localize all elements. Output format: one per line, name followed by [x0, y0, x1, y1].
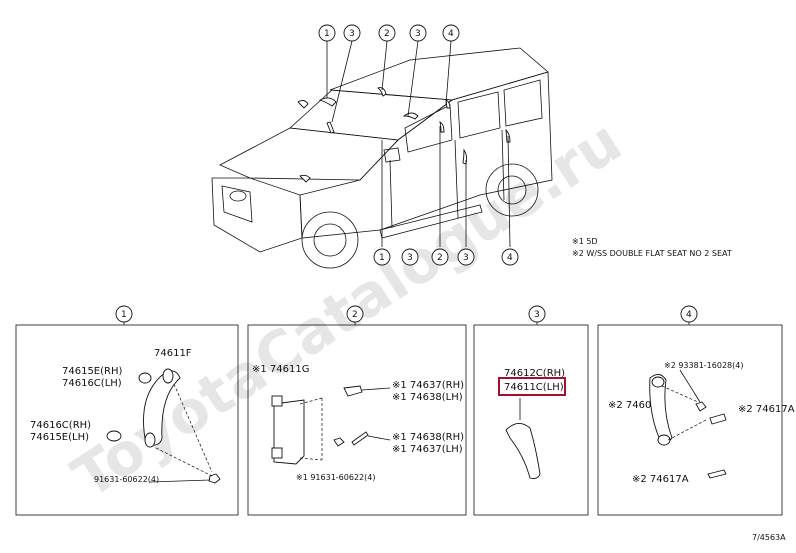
highlight-74611C	[498, 377, 566, 396]
part-74637-LH: ※1 74637(LH)	[392, 444, 463, 455]
svg-text:1: 1	[121, 310, 127, 320]
svg-text:3: 3	[463, 253, 469, 263]
part-74616C-LH: 74616C(LH)	[62, 378, 122, 389]
part-91631-60622: 91631-60622(4)	[94, 475, 159, 484]
watermark: ToyotaCatalogue.ru	[61, 107, 634, 512]
svg-text:※2 W/SS DOUBLE FLAT SEAT NO 2: ※2 W/SS DOUBLE FLAT SEAT NO 2 SEAT	[572, 249, 732, 258]
part-74615E-RH: 74615E(RH)	[62, 366, 122, 377]
svg-text:4: 4	[686, 310, 692, 320]
svg-text:1: 1	[324, 29, 330, 39]
svg-text:2: 2	[384, 29, 390, 39]
part-91631-60622-p2: ※1 91631-60622(4)	[296, 473, 375, 482]
callouts-bottom: 1 3 2 3 4	[373, 248, 519, 266]
part-74611G: ※1 74611G	[252, 364, 309, 375]
part-93381-16028: ※2 93381-16028(4)	[664, 361, 743, 370]
svg-text:3: 3	[415, 29, 421, 39]
leader-lines	[326, 40, 511, 248]
part-74616C-RH: 74616C(RH)	[30, 420, 91, 431]
notes: ※1 5D ※2 W/SS DOUBLE FLAT SEAT NO 2 SEAT	[572, 237, 732, 258]
callouts-top: 1 3 2 3 4	[318, 24, 460, 42]
part-74612C-RH: 74612C(RH)	[504, 368, 565, 379]
part-74603C: ※2 74603C	[608, 400, 665, 411]
svg-text:※1 5D: ※1 5D	[572, 237, 598, 246]
panel-1: 1 74611F 74615E(RH) 74616C(LH) 74616C(RH…	[15, 305, 239, 516]
part-74615E-LH: 74615E(LH)	[30, 432, 89, 443]
figure-code: 7/4563A	[752, 533, 786, 542]
svg-text:2: 2	[437, 253, 443, 263]
part-74638-LH: ※1 74638(LH)	[392, 392, 463, 403]
svg-text:1: 1	[379, 253, 385, 263]
panel-4: 4 ※2 93381-16028(4) ※2 74603C ※2 74617A …	[597, 305, 795, 516]
part-74617A-upper: ※2 74617A	[738, 404, 795, 415]
vehicle-illustration	[211, 47, 553, 269]
svg-text:3: 3	[349, 29, 355, 39]
part-74637-RH: ※1 74637(RH)	[392, 380, 464, 391]
svg-text:4: 4	[507, 253, 513, 263]
panel-2: 2 ※1 74611G ※1 74637(RH) ※1 74638(LH) ※1…	[247, 305, 467, 516]
part-74617A-lower: ※2 74617A	[632, 474, 689, 485]
svg-text:3: 3	[534, 310, 540, 320]
svg-text:3: 3	[407, 253, 413, 263]
panel-3: 3 74612C(RH) 74611C(LH)	[473, 305, 589, 516]
svg-text:2: 2	[352, 310, 358, 320]
part-74611C-LH: 74611C(LH)	[504, 382, 564, 393]
part-74638-RH: ※1 74638(RH)	[392, 432, 464, 443]
svg-text:4: 4	[448, 29, 454, 39]
part-74611F: 74611F	[154, 348, 192, 359]
